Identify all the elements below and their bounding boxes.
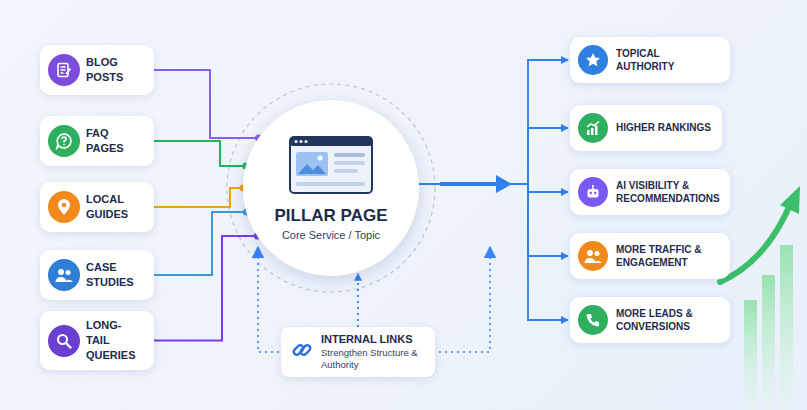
card-label: FAQ PAGES — [86, 126, 144, 156]
internal-links-box: INTERNAL LINKS Strengthen Structure & Aut… — [281, 327, 435, 377]
card-label: BLOG POSTS — [86, 55, 144, 85]
source-card: LONG-TAIL QUERIES — [40, 311, 154, 370]
connector — [419, 184, 568, 256]
connector — [154, 236, 257, 341]
connector — [154, 70, 259, 138]
source-card: LOCAL GUIDES — [40, 182, 154, 232]
link-icon — [291, 339, 313, 365]
box-title: INTERNAL LINKS — [321, 333, 425, 345]
connector — [419, 128, 568, 184]
icon-glyph — [54, 267, 74, 283]
browser-illustration — [289, 136, 373, 198]
icon — [578, 305, 608, 335]
card-label: LONG-TAIL QUERIES — [86, 318, 144, 363]
dashed-ring — [227, 84, 435, 292]
pillar-subtitle: Core Service / Topic — [282, 229, 380, 241]
chain-link — [291, 339, 313, 361]
card-label: LOCAL GUIDES — [86, 192, 144, 222]
benefit-card: HIGHER RANKINGS — [570, 105, 722, 151]
card-label: MORE LEADS & CONVERSIONS — [616, 307, 720, 334]
growth-bars — [720, 186, 800, 410]
icon — [578, 177, 608, 207]
icon — [578, 241, 608, 271]
icon — [48, 54, 80, 86]
icon — [578, 45, 608, 75]
dotted-bracket — [433, 252, 490, 352]
card-label: AI VISIBILITY & RECOMMENDATIONS — [616, 179, 720, 206]
icon-glyph — [56, 62, 72, 78]
benefit-card: MORE TRAFFIC & ENGAGEMENT — [570, 233, 730, 279]
icon — [48, 259, 80, 291]
source-card: BLOG POSTS — [40, 45, 154, 95]
icon-glyph — [55, 132, 73, 150]
connector — [419, 60, 568, 184]
card-label: TOPICAL AUTHORITY — [616, 47, 720, 74]
benefit-card: AI VISIBILITY & RECOMMENDATIONS — [570, 169, 730, 215]
card-label: MORE TRAFFIC & ENGAGEMENT — [616, 243, 720, 270]
source-card: CASE STUDIES — [40, 250, 154, 300]
icon-glyph — [583, 248, 603, 264]
icon-glyph — [585, 52, 601, 68]
source-card: FAQ PAGES — [40, 116, 154, 166]
connector — [357, 274, 359, 327]
connector — [154, 212, 246, 275]
card-label: HIGHER RANKINGS — [616, 121, 711, 135]
text-column: INTERNAL LINKS Strengthen Structure & Aut… — [321, 333, 425, 371]
benefit-card: TOPICAL AUTHORITY — [570, 37, 730, 83]
connector — [419, 184, 568, 320]
benefit-card: MORE LEADS & CONVERSIONS — [570, 297, 730, 343]
connector — [419, 184, 568, 192]
icon-glyph — [585, 120, 601, 136]
icon — [48, 191, 80, 223]
box-subtitle: Strengthen Structure & Authority — [321, 347, 425, 371]
pillar-title: PILLAR PAGE — [274, 206, 387, 226]
connector — [154, 141, 246, 166]
browser-icon — [289, 136, 373, 194]
icon-glyph — [56, 198, 72, 216]
card-label: CASE STUDIES — [86, 260, 144, 290]
icon — [48, 325, 80, 357]
icon-glyph — [585, 312, 601, 328]
icon-glyph — [56, 333, 72, 349]
icon-glyph — [585, 184, 601, 200]
connector — [154, 188, 243, 207]
icon — [48, 125, 80, 157]
pillar-circle: PILLAR PAGE Core Service / Topic — [243, 100, 419, 276]
icon — [578, 113, 608, 143]
